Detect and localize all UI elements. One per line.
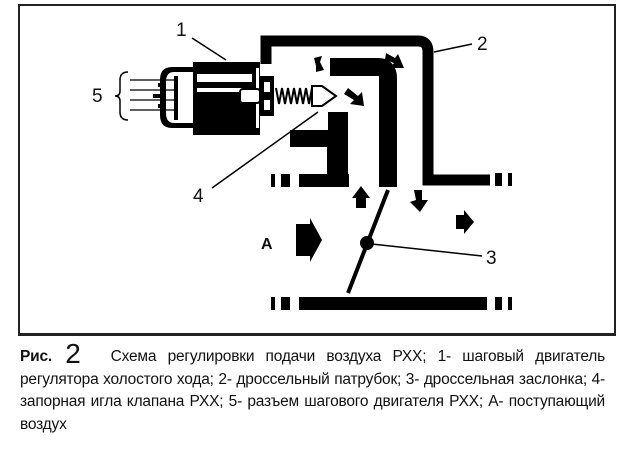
arrow-icon <box>344 88 364 106</box>
label-a: A <box>261 236 273 253</box>
arrow-icon <box>352 186 370 208</box>
wall-dash <box>495 297 502 310</box>
diagram-frame <box>18 4 616 336</box>
wall-dash <box>281 174 290 187</box>
label-2: 2 <box>477 34 488 55</box>
wall-dash <box>271 174 275 187</box>
arrow-icon <box>296 218 322 262</box>
bottom-wall <box>299 297 487 310</box>
leader-2 <box>433 43 473 53</box>
wall-dash <box>281 297 290 310</box>
air-flow-arrows <box>296 53 474 262</box>
arrow-icon <box>385 53 404 68</box>
throttle-pivot <box>360 236 374 250</box>
wall-dash <box>271 297 275 310</box>
connector-pins <box>130 79 178 111</box>
wall-dash <box>495 173 502 186</box>
label-5: 5 <box>92 86 103 107</box>
brace-icon <box>114 71 129 121</box>
idle-air-control-diagram: 1 2 3 4 5 A <box>92 20 512 310</box>
spring <box>275 87 313 105</box>
label-4: 4 <box>193 186 204 207</box>
inner-channel <box>330 58 397 187</box>
leader-4 <box>211 111 319 189</box>
caption-text: Схема регулировки подачи воздуха РХХ; 1-… <box>20 348 605 433</box>
arrow-icon <box>456 210 474 234</box>
caption-prefix: Рис. <box>20 348 52 365</box>
caption-number: 2 <box>65 338 81 369</box>
throttle-body-outer-channel <box>260 35 490 186</box>
valve-needle <box>311 85 338 107</box>
lower-channel-block <box>290 112 348 187</box>
leader-3 <box>371 243 483 257</box>
arrow-icon <box>314 56 324 72</box>
wall-dash <box>508 173 512 186</box>
arrow-icon <box>410 190 428 212</box>
leader-1 <box>191 37 227 61</box>
label-3: 3 <box>486 248 497 269</box>
label-1: 1 <box>176 20 187 41</box>
wall-dash <box>508 297 512 310</box>
